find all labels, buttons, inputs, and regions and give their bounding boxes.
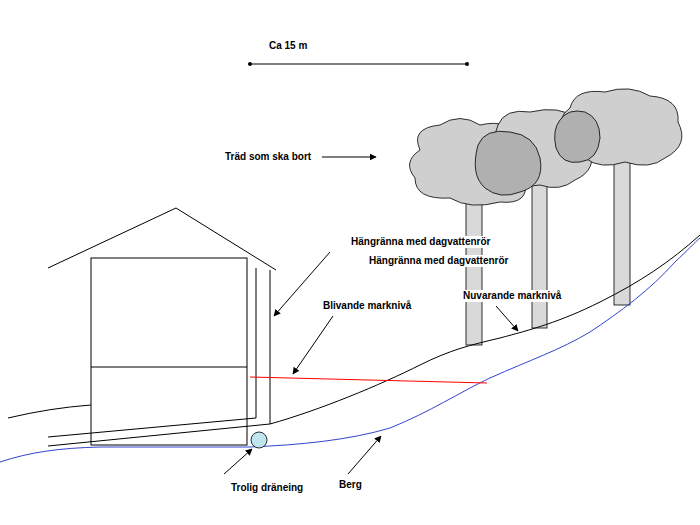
label: Hängränna med dagvattenrör: [368, 255, 509, 267]
label: Ca 15 m: [268, 40, 308, 52]
scale-bar: [248, 62, 469, 66]
current-ground: [270, 235, 700, 424]
label: Träd som ska bort: [224, 151, 312, 163]
label: Berg: [338, 479, 363, 491]
future-ground: [250, 377, 487, 383]
house: [8, 208, 276, 446]
label: Blivande marknivå: [322, 300, 412, 312]
drain-pipe: [251, 432, 267, 448]
label: Nuvarande marknivå: [462, 290, 562, 302]
leader-lines: [224, 157, 518, 474]
bedrock-line: [0, 238, 700, 462]
trees: [410, 89, 682, 345]
label: Trolig dräneing: [230, 482, 304, 494]
label: Hängränna med dagvattenrör: [350, 236, 491, 248]
